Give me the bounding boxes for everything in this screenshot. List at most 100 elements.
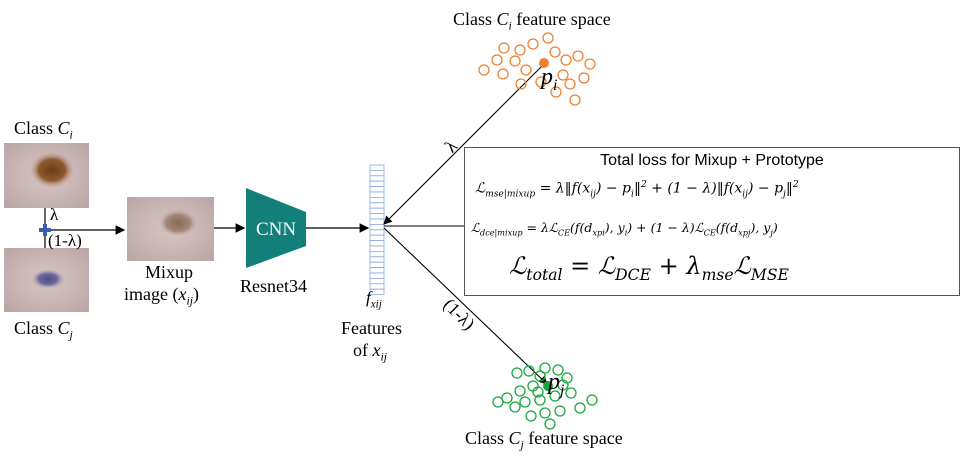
- mse-equation: ℒmse|mixup = λ‖f(xij) − pi‖2 + (1 − λ)‖f…: [475, 180, 799, 200]
- feature-cell: [369, 261, 385, 269]
- lambda-label: λ: [50, 205, 59, 224]
- cluster-point: [497, 68, 509, 80]
- cluster-point: [542, 32, 554, 44]
- cluster-point: [492, 396, 504, 408]
- class-i-label: Class Ci: [14, 118, 73, 142]
- plus-marker-icon: [39, 224, 51, 236]
- feature-cell: [369, 288, 385, 296]
- cluster-point: [491, 54, 503, 66]
- cluster-point: [498, 42, 510, 54]
- mixup-image: [127, 197, 214, 261]
- cluster-point: [509, 401, 521, 413]
- class-i-cluster: [478, 32, 596, 106]
- cluster-point: [544, 418, 556, 430]
- cluster-point: [525, 410, 537, 422]
- feature-cell: [369, 250, 385, 258]
- feature-cell: [369, 245, 385, 252]
- feature-cell: [369, 164, 385, 171]
- class-j-cluster: [492, 362, 598, 430]
- feature-cell: [369, 223, 385, 231]
- prototype-i-label: pi: [541, 64, 558, 94]
- cluster-point: [509, 55, 521, 67]
- feature-cell: [369, 180, 385, 187]
- cnn-block: [246, 188, 306, 268]
- prototype-j-label: pj: [548, 369, 565, 399]
- feature-cell: [369, 213, 385, 220]
- feature-symbol: fxij: [366, 288, 382, 311]
- feature-cell: [369, 196, 385, 204]
- feature-cell: [369, 240, 385, 247]
- class-j-image: [4, 248, 89, 312]
- feature-cell: [369, 202, 385, 209]
- cluster-point: [569, 94, 581, 106]
- feature-cell: [369, 186, 385, 193]
- cluster-point: [534, 394, 546, 406]
- prototype-j-point: [543, 381, 553, 391]
- cluster-point: [519, 396, 531, 408]
- cluster-point: [578, 72, 590, 84]
- feature-cell: [369, 234, 385, 241]
- cluster-point: [511, 367, 523, 379]
- cluster-point: [523, 365, 535, 377]
- loss-box: Total loss for Mixup + Prototype ℒmse|mi…: [464, 147, 960, 296]
- arrow-from-class-i: [383, 63, 545, 225]
- cluster-point: [534, 370, 546, 382]
- cluster-point: [532, 386, 544, 398]
- dce-equation: ℒdce|mixup = λℒCE(f(dxpi), yi) + (1 − λ)…: [471, 220, 778, 238]
- feature-cell: [369, 218, 385, 225]
- cluster-point: [501, 392, 513, 404]
- cnn-label: CNN: [256, 219, 296, 240]
- cluster-point: [554, 405, 566, 417]
- cluster-point: [586, 394, 598, 406]
- cluster-point: [527, 38, 539, 50]
- cluster-point: [520, 64, 532, 76]
- cluster-point: [549, 390, 561, 402]
- loss-title: Total loss for Mixup + Prototype: [600, 152, 824, 169]
- cluster-point: [514, 385, 526, 397]
- mixup-label-line2: image (xij): [124, 284, 199, 308]
- cluster-point: [557, 379, 569, 391]
- cluster-point: [478, 64, 490, 76]
- total-loss-equation: ℒtotal = ℒDCE + λmseℒMSE: [509, 252, 789, 284]
- cluster-point: [539, 407, 551, 419]
- cluster-point: [550, 86, 562, 98]
- feature-cell: [369, 267, 385, 274]
- cluster-point: [564, 78, 576, 90]
- features-label-line2: of xij: [353, 340, 387, 364]
- feature-space-i-label: Class Ci feature space: [453, 9, 611, 33]
- cluster-point: [557, 69, 569, 81]
- cluster-point: [552, 364, 564, 376]
- features-label-line1: Features: [341, 318, 402, 338]
- feature-cell: [369, 169, 385, 177]
- cluster-point: [549, 46, 561, 58]
- cluster-point: [574, 402, 586, 414]
- feature-cell: [369, 175, 385, 182]
- one-minus-lambda-label: (1-λ): [48, 231, 82, 250]
- class-j-text: Class Cj: [14, 318, 73, 342]
- cluster-point: [514, 44, 526, 56]
- class-i-text: Class Ci: [14, 118, 73, 142]
- feature-space-j-label: Class Cj feature space: [465, 428, 623, 452]
- cluster-point: [560, 54, 572, 66]
- resnet-label: Resnet34: [240, 276, 307, 296]
- feature-cell: [369, 229, 385, 236]
- arrow-to-class-j: [383, 227, 548, 385]
- mixup-label-line1: Mixup: [145, 262, 194, 282]
- feature-cell: [369, 207, 385, 214]
- class-j-label: Class Cj: [14, 318, 73, 342]
- cluster-point: [535, 76, 547, 88]
- class-i-image: [4, 143, 89, 208]
- feature-vector-bar: [369, 164, 385, 296]
- cluster-point: [572, 50, 584, 62]
- cluster-point: [515, 78, 527, 90]
- feature-cell: [369, 272, 385, 279]
- feature-cell: [369, 256, 385, 263]
- cluster-point: [565, 387, 577, 399]
- prototype-i-point: [539, 58, 549, 68]
- cluster-point: [584, 58, 596, 70]
- cluster-point: [539, 362, 551, 374]
- feature-cell: [369, 191, 385, 198]
- feature-cell: [369, 277, 385, 285]
